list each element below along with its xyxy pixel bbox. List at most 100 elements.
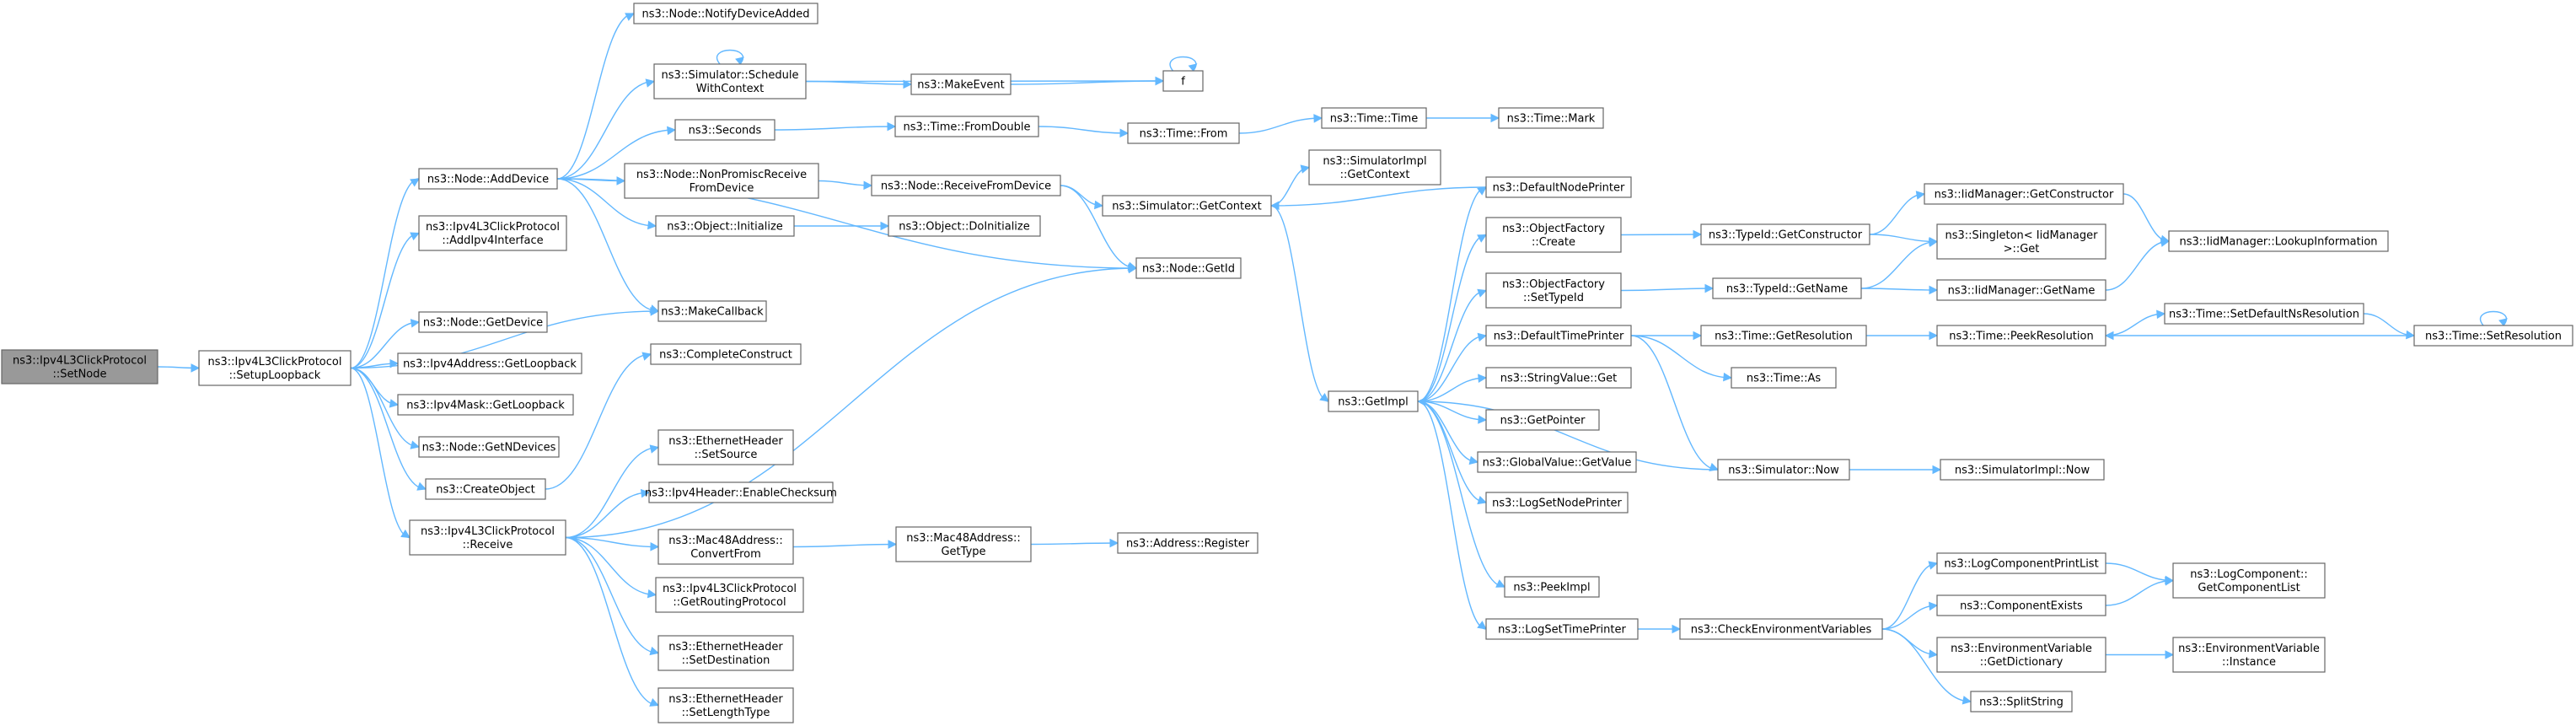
node-typeid_getname[interactable]: ns3::TypeId::GetName <box>1712 277 1862 299</box>
node-addr_register[interactable]: ns3::Address::Register <box>1117 532 1258 554</box>
node-logsetnodeprinter[interactable]: ns3::LogSetNodePrinter <box>1485 492 1629 514</box>
arrowhead <box>1672 624 1682 634</box>
node-label: FromDevice <box>690 182 754 195</box>
node-defnodeprinter[interactable]: ns3::DefaultNodePrinter <box>1485 176 1632 198</box>
node-typeid_getctor[interactable]: ns3::TypeId::GetConstructor <box>1700 223 1870 245</box>
node-timefrom[interactable]: ns3::Time::From <box>1127 122 1240 144</box>
node-getpointer[interactable]: ns3::GetPointer <box>1485 409 1600 431</box>
node-ipv4addr_loop[interactable]: ns3::Ipv4Address::GetLoopback <box>397 352 582 374</box>
edge-checkenv-to-envvar_getdict <box>1881 628 1938 656</box>
node-label: ::GetRoutingProtocol <box>673 596 786 609</box>
node-box <box>657 687 794 723</box>
node-getimpl[interactable]: ns3::GetImpl <box>1328 390 1419 412</box>
node-stringvalue_get[interactable]: ns3::StringValue::Get <box>1485 367 1632 389</box>
node-box <box>1308 149 1441 186</box>
node-eth_setlentype[interactable]: ns3::EthernetHeader::SetLengthType <box>657 687 794 723</box>
node-setnode[interactable]: ns3::Ipv4L3ClickProtocol::SetNode <box>1 349 158 385</box>
node-recvfromdev[interactable]: ns3::Node::ReceiveFromDevice <box>871 175 1061 196</box>
node-envvar_getdict[interactable]: ns3::EnvironmentVariable::GetDictionary <box>1936 637 2106 673</box>
node-sim_now[interactable]: ns3::Simulator::Now <box>1717 459 1850 481</box>
node-receive[interactable]: ns3::Ipv4L3ClickProtocol::Receive <box>409 519 566 556</box>
node-getndevices[interactable]: ns3::Node::GetNDevices <box>418 436 560 458</box>
node-addipv4iface[interactable]: ns3::Ipv4L3ClickProtocol::AddIpv4Interfa… <box>418 215 567 251</box>
node-singleton_get[interactable]: ns3::Singleton< IidManager>::Get <box>1936 223 2106 260</box>
node-peekimpl[interactable]: ns3::PeekImpl <box>1504 576 1600 598</box>
node-timetime[interactable]: ns3::Time::Time <box>1321 107 1427 129</box>
node-label: ::Instance <box>2222 656 2276 669</box>
node-box <box>1936 325 2106 347</box>
node-label: ns3::EthernetHeader <box>668 693 783 706</box>
node-logsettimeprinter[interactable]: ns3::LogSetTimePrinter <box>1485 618 1639 640</box>
node-createobject[interactable]: ns3::CreateObject <box>425 478 546 500</box>
node-f[interactable]: f <box>1162 70 1204 92</box>
arrowhead <box>735 56 744 65</box>
node-iid_getname[interactable]: ns3::IidManager::GetName <box>1936 279 2106 301</box>
node-simimpl_now[interactable]: ns3::SimulatorImpl::Now <box>1940 459 2105 481</box>
node-getdevice[interactable]: ns3::Node::GetDevice <box>418 311 548 333</box>
node-notifydevadded[interactable]: ns3::Node::NotifyDeviceAdded <box>633 3 818 24</box>
node-time_setres[interactable]: ns3::Time::SetResolution <box>2413 325 2573 347</box>
node-box <box>650 343 802 365</box>
node-time_as[interactable]: ns3::Time::As <box>1731 367 1837 389</box>
node-eth_setsource[interactable]: ns3::EthernetHeader::SetSource <box>657 429 794 465</box>
node-logcompprintlist[interactable]: ns3::LogComponentPrintList <box>1936 552 2106 574</box>
node-iid_lookupinfo[interactable]: ns3::IidManager::LookupInformation <box>2168 230 2389 252</box>
node-label: >::Get <box>2004 243 2040 255</box>
node-box <box>1135 257 1242 279</box>
node-box <box>418 311 548 333</box>
arrowhead <box>1269 201 1280 211</box>
node-mac48_gettype[interactable]: ns3::Mac48Address::GetType <box>895 526 1032 562</box>
node-enablechecksum[interactable]: ns3::Ipv4Header::EnableChecksum <box>645 481 837 503</box>
arrowhead <box>1109 538 1119 548</box>
node-deftimeprinter[interactable]: ns3::DefaultTimePrinter <box>1485 325 1632 347</box>
node-completeconstruct[interactable]: ns3::CompleteConstruct <box>650 343 802 365</box>
node-objfact_settypeid[interactable]: ns3::ObjectFactory::SetTypeId <box>1485 272 1622 309</box>
node-compexists[interactable]: ns3::ComponentExists <box>1936 594 2106 616</box>
node-fromdouble[interactable]: ns3::Time::FromDouble <box>894 116 1039 137</box>
node-label: ns3::Ipv4L3ClickProtocol <box>13 355 147 368</box>
node-box <box>1712 277 1862 299</box>
node-node_getid[interactable]: ns3::Node::GetId <box>1135 257 1242 279</box>
node-time_getres[interactable]: ns3::Time::GetResolution <box>1700 325 1867 347</box>
arrowhead <box>1416 397 1426 406</box>
node-ipv4mask_loop[interactable]: ns3::Ipv4Mask::GetLoopback <box>397 394 574 416</box>
node-logcomp_getlist[interactable]: ns3::LogComponent::GetComponentList <box>2172 562 2326 599</box>
node-setuploopback[interactable]: ns3::Ipv4L3ClickProtocol::SetupLoopback <box>198 350 352 386</box>
node-label: ns3::Ipv4L3ClickProtocol <box>426 221 560 234</box>
edge-checkenv-to-splitstring <box>1881 628 1972 702</box>
arrowhead <box>1723 372 1733 382</box>
edge-defnodeprinter-to-sim_getctx <box>1270 186 1487 207</box>
node-box <box>425 478 546 500</box>
node-sim_getctx[interactable]: ns3::Simulator::GetContext <box>1102 195 1272 217</box>
node-objfact_create[interactable]: ns3::ObjectFactory::Create <box>1485 217 1622 253</box>
arrowhead <box>649 646 660 656</box>
node-checkenv[interactable]: ns3::CheckEnvironmentVariables <box>1679 618 1883 640</box>
node-doinit[interactable]: ns3::Object::DoInitialize <box>888 215 1041 237</box>
node-iid_getctor[interactable]: ns3::IidManager::GetConstructor <box>1924 183 2124 205</box>
edge-typeid_getctor-to-singleton_get <box>1869 234 1938 243</box>
edge-adddevice-to-notifydevadded <box>556 13 635 180</box>
node-splitstring[interactable]: ns3::SplitString <box>1970 691 2073 713</box>
node-objinit[interactable]: ns3::Object::Initialize <box>655 215 795 237</box>
node-eth_setdest[interactable]: ns3::EthernetHeader::SetDestination <box>657 635 794 671</box>
node-adddevice[interactable]: ns3::Node::AddDevice <box>418 168 558 190</box>
node-box <box>198 350 352 386</box>
node-label: ns3::Object::DoInitialize <box>899 221 1030 234</box>
node-makeevent[interactable]: ns3::MakeEvent <box>910 73 1012 95</box>
node-simimpl_getctx[interactable]: ns3::SimulatorImpl::GetContext <box>1308 149 1441 186</box>
node-globalvalue_get[interactable]: ns3::GlobalValue::GetValue <box>1477 451 1637 473</box>
node-label: ns3::GetPointer <box>1500 415 1586 428</box>
node-getroutingproto[interactable]: ns3::Ipv4L3ClickProtocol::GetRoutingProt… <box>655 577 804 613</box>
node-time_peekres[interactable]: ns3::Time::PeekResolution <box>1936 325 2106 347</box>
node-timemark[interactable]: ns3::Time::Mark <box>1498 107 1604 129</box>
edge-iid_getctor-to-iid_lookupinfo <box>2123 193 2170 242</box>
node-label: ns3::ObjectFactory <box>1502 278 1605 291</box>
node-envvar_instance[interactable]: ns3::EnvironmentVariable::Instance <box>2172 637 2326 673</box>
node-makecallback[interactable]: ns3::MakeCallback <box>657 300 767 322</box>
node-label: ns3::Time::Time <box>1330 113 1418 126</box>
node-time_setdefaultns[interactable]: ns3::Time::SetDefaultNsResolution <box>2164 303 2364 325</box>
node-seconds[interactable]: ns3::Seconds <box>674 119 775 141</box>
node-mac48_convert[interactable]: ns3::Mac48Address::ConvertFrom <box>657 529 794 565</box>
